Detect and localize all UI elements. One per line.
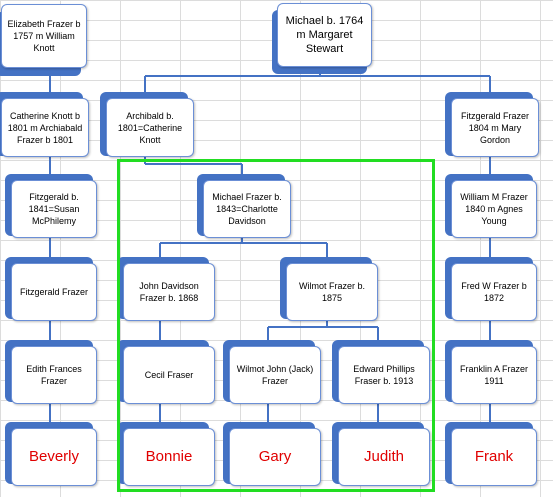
node-catherine-knott-label: Catherine Knott b 1801 m Archiabald Fraz…	[1, 98, 89, 157]
node-fred-frazer-label: Fred W Frazer b 1872	[451, 263, 537, 321]
node-frank-label: Frank	[451, 428, 537, 486]
node-edith-frances-label: Edith Frances Frazer	[11, 346, 97, 404]
node-fitzgerald-1841-label: Fitzgerald b. 1841=Susan McPhilemy	[11, 180, 97, 238]
node-william-frazer-label: William M Frazer 1840 m Agnes Young	[451, 180, 537, 238]
node-judith-label: Judith	[338, 428, 430, 486]
node-franklin-frazer-label: Franklin A Frazer 1911	[451, 346, 537, 404]
node-john-davidson-label: John Davidson Frazer b. 1868	[123, 263, 215, 321]
node-bonnie-label: Bonnie	[123, 428, 215, 486]
node-michael-1843-label: Michael Frazer b. 1843=Charlotte Davidso…	[203, 180, 291, 238]
node-wilmot-1875-label: Wilmot Frazer b. 1875	[286, 263, 378, 321]
node-beverly-label: Beverly	[11, 428, 97, 486]
node-elizabeth-frazer-label: Elizabeth Frazer b 1757 m William Knott	[1, 4, 87, 68]
node-michael-1764-label: Michael b. 1764 m Margaret Stewart	[277, 3, 372, 67]
node-cecil-fraser-label: Cecil Fraser	[123, 346, 215, 404]
node-archibald-label: Archibald b. 1801=Catherine Knott	[106, 98, 194, 157]
node-gary-label: Gary	[229, 428, 321, 486]
node-edward-phillips-label: Edward Phillips Fraser b. 1913	[338, 346, 430, 404]
node-wilmot-john-label: Wilmot John (Jack) Frazer	[229, 346, 321, 404]
node-fitzgerald-1804-label: Fitzgerald Frazer 1804 m Mary Gordon	[451, 98, 539, 157]
node-fitzgerald-frazer-label: Fitzgerald Frazer	[11, 263, 97, 321]
